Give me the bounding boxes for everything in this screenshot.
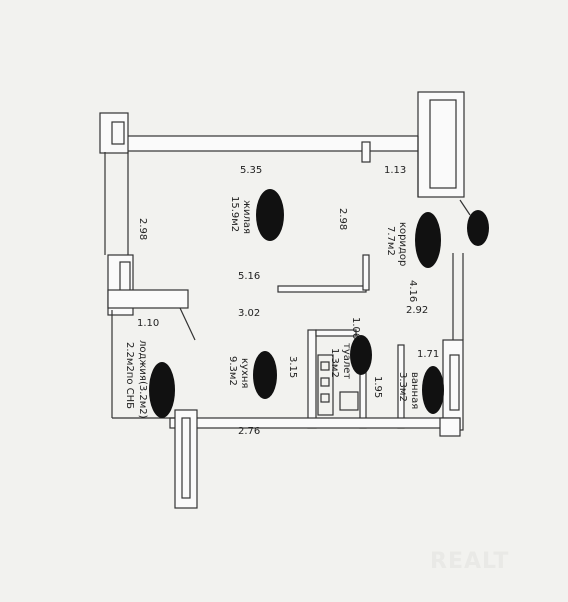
- dim-center-height: 2.98: [337, 208, 348, 230]
- room-toilet-name: туалет: [341, 343, 352, 379]
- dim-bath-width: 1.71: [417, 349, 439, 360]
- dim-kitchen-depth: 3.15: [287, 356, 298, 378]
- room-toilet-area: 1.3м2: [329, 348, 340, 378]
- fixture-detail: [320, 393, 330, 403]
- dim-top-width: 5.35: [240, 165, 262, 176]
- wall-left-top-inner: [111, 121, 125, 145]
- room-bath-name: ванная: [409, 372, 420, 409]
- redaction-blot: [256, 189, 284, 241]
- wall-toilet-top: [315, 329, 357, 337]
- wall-right-top-inner: [429, 99, 457, 189]
- door-swing-line: [459, 199, 471, 216]
- room-corridor-area: 7.7м2: [385, 226, 396, 256]
- toilet-fixture: [317, 354, 334, 416]
- wall-top-stub: [361, 141, 371, 163]
- fixture-detail: [320, 361, 330, 371]
- wall-balcony-partition: [107, 289, 189, 309]
- dim-corridor-width: 2.92: [406, 305, 428, 316]
- wall-bottom: [169, 417, 461, 429]
- redaction-blot: [467, 210, 489, 246]
- dim-living-mid: 5.16: [238, 271, 260, 282]
- redaction-blot: [149, 362, 175, 418]
- room-loggia-name: лоджия(3.2м2): [137, 340, 148, 419]
- redaction-blot: [415, 212, 441, 268]
- redaction-blot: [350, 335, 372, 375]
- room-kitchen-name: кухня: [239, 358, 250, 388]
- wall-bottom-right: [439, 417, 461, 437]
- dim-right-notch: 1.13: [384, 165, 406, 176]
- wall-partition-kitchen: [277, 285, 367, 293]
- redaction-blot: [253, 351, 277, 399]
- dim-bottom-width: 2.76: [238, 426, 260, 437]
- room-loggia-area: 2.2м2по СНБ: [124, 342, 135, 409]
- dim-kitchen-width: 3.02: [238, 308, 260, 319]
- room-living-area: 15.9м2: [229, 196, 240, 232]
- dim-toilet-width: 1.06: [350, 317, 361, 339]
- wall-bath-right-inner: [449, 354, 460, 411]
- room-living-name: жилая: [241, 200, 252, 234]
- room-corridor-name: коридор: [397, 222, 408, 266]
- wall-top: [104, 135, 424, 152]
- wall-partition-stub: [362, 254, 370, 291]
- fixture-detail: [320, 377, 330, 387]
- room-bath-area: 3.3м2: [397, 372, 408, 402]
- room-kitchen-area: 9.3м2: [227, 356, 238, 386]
- dim-left-height: 2.98: [137, 218, 148, 240]
- dim-balcony-width: 1.10: [137, 318, 159, 329]
- dim-corridor-depth: 4.16: [407, 280, 418, 302]
- wall-toilet-left: [307, 329, 317, 429]
- redaction-blot: [422, 366, 444, 414]
- watermark: REALT: [430, 549, 509, 574]
- toilet-bowl: [339, 391, 359, 411]
- dim-toilet-depth: 1.95: [372, 376, 383, 398]
- door-swing-line: [179, 307, 196, 341]
- wall-bottom-column-inner: [181, 417, 191, 499]
